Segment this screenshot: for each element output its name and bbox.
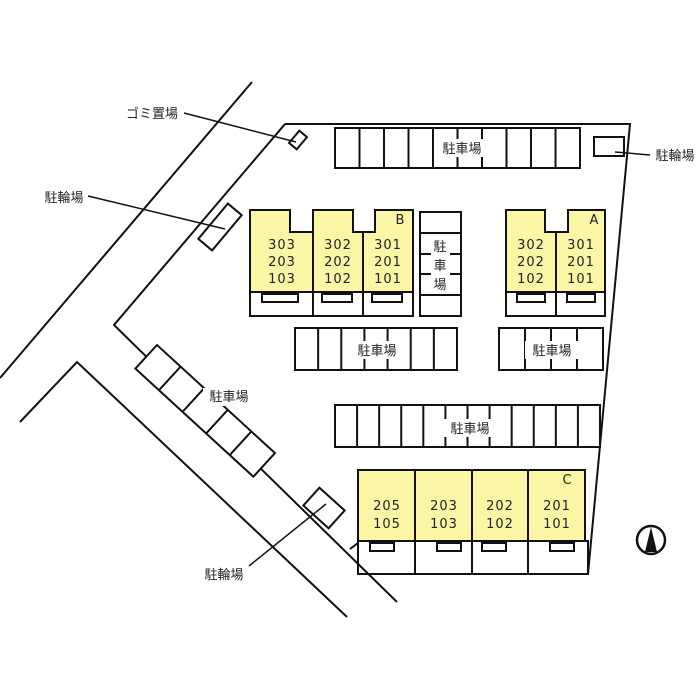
parking-lower-label: 駐車場 (450, 422, 489, 437)
unit-number: 302 (517, 238, 545, 253)
leader-line (183, 112, 297, 143)
building-b-name: B (396, 213, 405, 228)
bicycle-bottom-label: 駐輪場 (204, 567, 243, 583)
building-c-name: C (562, 473, 571, 488)
bicycle-right-label: 駐輪場 (655, 148, 694, 164)
parking-mid-right-label: 駐車場 (532, 344, 571, 359)
unit-number: 102 (517, 272, 545, 287)
unit-number: 201 (374, 255, 402, 270)
unit-number: 102 (486, 517, 514, 532)
unit-number: 303 (268, 238, 296, 253)
building-c: C 205 105 203 103 202 102 201 101 (349, 469, 589, 575)
bicycle-parking-bottom (301, 486, 347, 530)
unit-number: 202 (324, 255, 352, 270)
garbage-area (287, 129, 309, 151)
unit-number: 103 (430, 517, 458, 532)
unit-number: 203 (268, 255, 296, 270)
unit-number: 201 (543, 499, 571, 514)
building-b: B 303 203 103 302 202 102 301 201 101 (249, 209, 414, 317)
parking-diagonal (133, 343, 277, 479)
parking-diagonal-label: 駐車場 (209, 390, 248, 405)
unit-number: 101 (374, 272, 402, 287)
bicycle-parking-left (196, 202, 244, 252)
parking-vertical: 駐 車 場 (419, 211, 462, 317)
building-a-name: A (590, 213, 599, 228)
unit-number: 203 (430, 499, 458, 514)
parking-mid-left-label: 駐車場 (357, 344, 396, 359)
parking-vertical-char: 車 (433, 259, 446, 274)
parking-vertical-char: 駐 (433, 240, 446, 255)
unit-number: 205 (373, 499, 401, 514)
unit-number: 101 (543, 517, 571, 532)
unit-number: 202 (486, 499, 514, 514)
unit-number: 301 (567, 238, 595, 253)
parking-vertical-char: 場 (433, 278, 446, 293)
site-boundary-west (112, 123, 398, 603)
bicycle-parking-right (593, 136, 625, 157)
parking-top-label: 駐車場 (442, 142, 481, 157)
unit-number: 102 (324, 272, 352, 287)
unit-number: 301 (374, 238, 402, 253)
unit-number: 302 (324, 238, 352, 253)
unit-number: 101 (567, 272, 595, 287)
building-a: A 302 202 102 301 201 101 (505, 209, 606, 317)
unit-number: 105 (373, 517, 401, 532)
parking-label-bg (434, 139, 490, 157)
unit-number: 201 (567, 255, 595, 270)
road-edge (0, 81, 253, 379)
garbage-label: ゴミ置場 (126, 106, 178, 122)
unit-number: 202 (517, 255, 545, 270)
north-arrow-icon (635, 524, 667, 556)
unit-number: 103 (268, 272, 296, 287)
leader-line (87, 195, 226, 230)
bicycle-left-label: 駐輪場 (44, 190, 83, 206)
leader-line (614, 151, 651, 156)
road-edge (19, 360, 348, 618)
leader-line (248, 503, 327, 567)
